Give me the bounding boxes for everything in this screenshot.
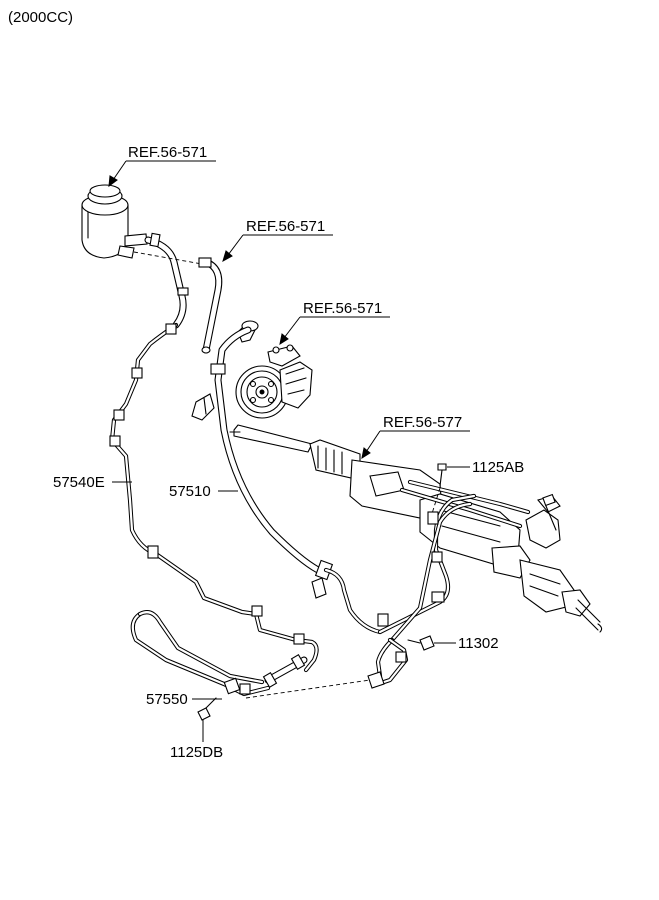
pressure-hose-57510: [210, 326, 383, 635]
part-1125ab-label: 1125AB: [472, 459, 524, 476]
pressure-hose-callout: 57510: [169, 483, 238, 500]
pump-suction-hose: [198, 257, 223, 354]
cooler-tube-callout: 57550: [146, 691, 222, 708]
ref-gear-box-callout: REF.56-577: [361, 414, 470, 460]
ref-pump-callout: REF.56-571: [279, 300, 390, 346]
pressure-tube-to-gear: [367, 493, 477, 689]
return-tube-57540e: [109, 322, 319, 673]
part-57510-label: 57510: [169, 483, 211, 500]
ref-pump-label: REF.56-571: [303, 300, 382, 317]
pump-bracket: [191, 393, 215, 421]
bolt-1125ab: 1125AB: [429, 459, 524, 521]
suction-hose: [144, 232, 189, 329]
bolt-1125db: 1125DB: [170, 697, 223, 761]
part-57550-label: 57550: [146, 691, 188, 708]
return-hose-section: [262, 654, 308, 688]
ref-gear-box-label: REF.56-577: [383, 414, 462, 431]
ref-reservoir-callout: REF.56-571: [108, 144, 216, 188]
alignment-line: [133, 251, 203, 265]
ref-reservoir-label: REF.56-571: [128, 144, 207, 161]
part-57540e-label: 57540E: [53, 474, 105, 491]
ref-suction-hose-label: REF.56-571: [246, 218, 325, 235]
part-1125db-label: 1125DB: [170, 744, 223, 761]
part-11302-label: 11302: [458, 635, 499, 652]
steering-gear-illustration: [229, 424, 603, 633]
reservoir-illustration: [81, 184, 148, 259]
cooler-tube-57550: [130, 610, 271, 697]
engine-label: (2000CC): [8, 9, 73, 26]
ref-suction-hose-callout: REF.56-571: [222, 218, 333, 263]
power-steering-pump-illustration: [235, 320, 313, 419]
return-tube-callout: 57540E: [53, 474, 132, 491]
bolt-11302: 11302: [407, 635, 499, 652]
